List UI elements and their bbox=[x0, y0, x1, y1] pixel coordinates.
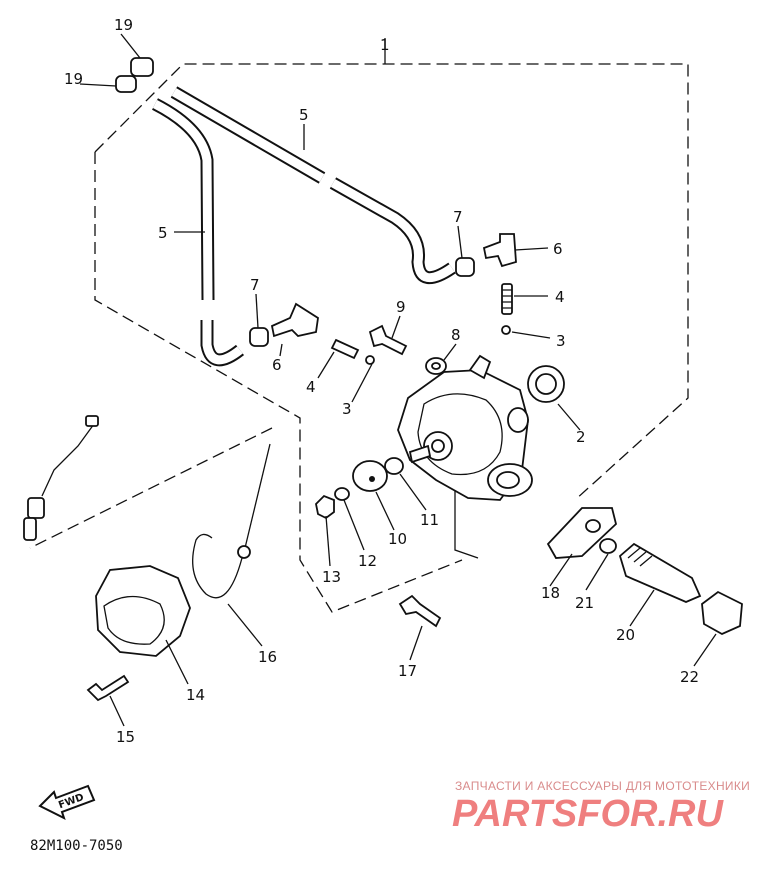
callout-21: 21 bbox=[575, 594, 594, 612]
callout-19-lower: 19 bbox=[64, 70, 83, 88]
fuel-hose bbox=[151, 86, 456, 367]
callout-10: 10 bbox=[388, 530, 407, 548]
bolt bbox=[368, 324, 408, 356]
o-ring bbox=[365, 325, 511, 365]
callout-7-right: 7 bbox=[453, 208, 463, 226]
pump-gear bbox=[315, 457, 404, 520]
callout-6-right: 6 bbox=[553, 240, 563, 258]
callout-3-right: 3 bbox=[556, 332, 566, 350]
callout-20: 20 bbox=[616, 626, 635, 644]
oil-pump-body bbox=[397, 354, 533, 501]
adjust-screw bbox=[330, 283, 513, 360]
callout-12: 12 bbox=[358, 552, 377, 570]
washer bbox=[425, 357, 447, 375]
callout-16: 16 bbox=[258, 648, 277, 666]
callout-13: 13 bbox=[322, 568, 341, 586]
callout-3-left: 3 bbox=[342, 400, 352, 418]
callout-5-left: 5 bbox=[158, 224, 168, 242]
callout-1: 1 bbox=[380, 36, 390, 54]
leader-lines bbox=[79, 33, 717, 727]
callout-22: 22 bbox=[680, 668, 699, 686]
assembly-boundary bbox=[29, 38, 689, 613]
drive-shaft-assembly bbox=[546, 507, 743, 636]
diagram-code: 82M100-7050 bbox=[30, 838, 123, 854]
callout-2: 2 bbox=[576, 428, 586, 446]
callout-15: 15 bbox=[116, 728, 135, 746]
callout-9: 9 bbox=[396, 298, 406, 316]
mounting-bolt bbox=[398, 594, 442, 628]
hose-clamp bbox=[115, 57, 154, 93]
cover-bolt bbox=[86, 674, 130, 702]
cable bbox=[23, 415, 271, 599]
watermark-logo: PARTSFOR.RU bbox=[452, 793, 724, 835]
callout-7-left: 7 bbox=[250, 276, 260, 294]
oil-seal bbox=[527, 365, 565, 403]
callout-8: 8 bbox=[451, 326, 461, 344]
callout-4-right: 4 bbox=[555, 288, 565, 306]
callout-11: 11 bbox=[420, 511, 439, 529]
callout-6-left: 6 bbox=[272, 356, 282, 374]
elbow-fitting bbox=[270, 233, 517, 338]
callout-5-right: 5 bbox=[299, 106, 309, 124]
fwd-arrow-icon: FWD bbox=[38, 784, 96, 820]
watermark: ЗАПЧАСТИ И АКСЕССУАРЫ ДЛЯ МОТОТЕХНИКИ PA… bbox=[452, 779, 750, 835]
callout-4-left: 4 bbox=[306, 378, 316, 396]
pump-cover bbox=[95, 565, 191, 657]
callout-14: 14 bbox=[186, 686, 205, 704]
callout-labels: 1 19 19 5 5 7 7 6 6 4 4 3 3 9 8 2 10 11 … bbox=[64, 16, 699, 746]
callout-17: 17 bbox=[398, 662, 417, 680]
callout-18: 18 bbox=[541, 584, 560, 602]
hose-clip bbox=[249, 257, 475, 347]
callout-19-upper: 19 bbox=[114, 16, 133, 34]
watermark-tagline: ЗАПЧАСТИ И АКСЕССУАРЫ ДЛЯ МОТОТЕХНИКИ bbox=[455, 779, 750, 793]
